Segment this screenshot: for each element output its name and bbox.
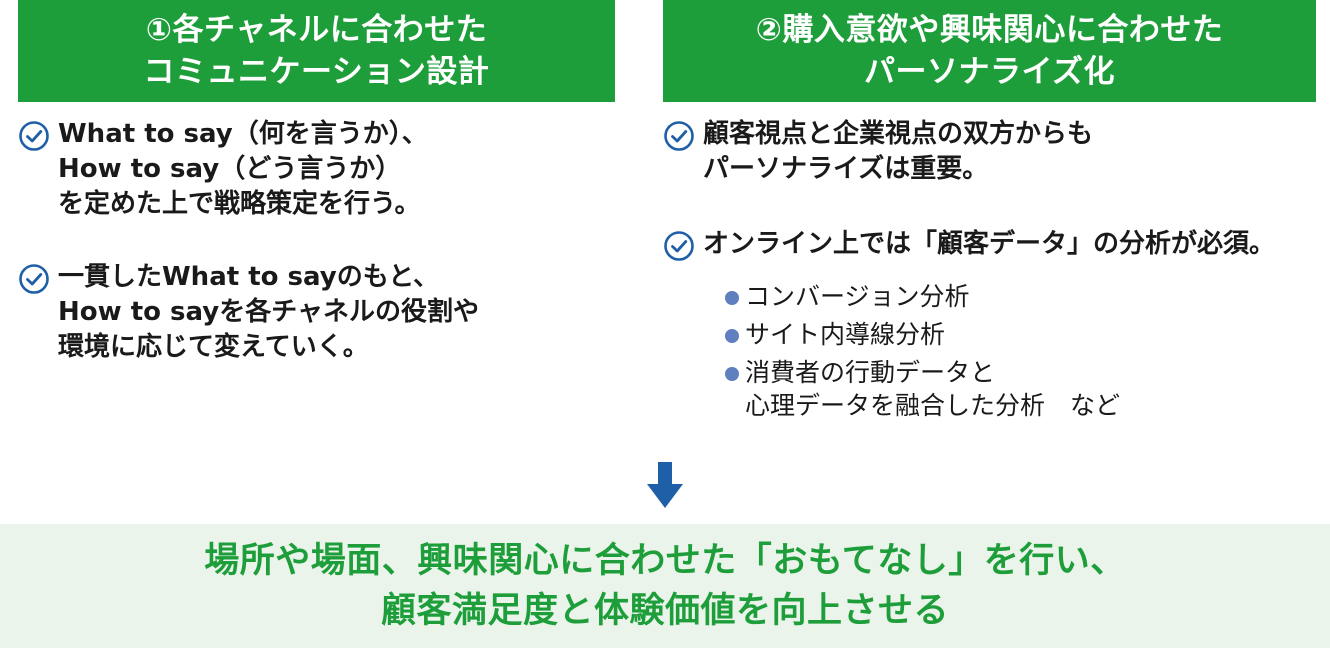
right-point-2-line-1: オンライン上では「顧客データ」の分析が必須。: [703, 229, 1276, 259]
list-item-text: サイト内導線分析: [745, 318, 945, 351]
bullet-dot-icon: [725, 329, 739, 343]
list-item-line: コンバージョン分析: [745, 282, 970, 311]
check-circle-icon: [664, 121, 694, 151]
list-item: サイト内導線分析: [725, 318, 1120, 351]
check-circle-icon: [664, 231, 694, 261]
analysis-list: コンバージョン分析 サイト内導線分析 消費者の行動データと 心理データを融合した…: [725, 280, 1120, 427]
result-line-2: 顧客満足度と体験価値を向上させる: [380, 591, 949, 631]
right-point-1: 顧客視点と企業視点の双方からも パーソナライズは重要。: [663, 117, 1093, 187]
left-point-2-line-1: 一貫したWhat to sayのもと、: [58, 262, 440, 292]
left-point-2-line-2: How to sayを各チャネルの役割や: [58, 297, 479, 327]
left-heading-line-2: コミュニケーション設計: [143, 54, 490, 90]
right-point-1-line-1: 顧客視点と企業視点の双方からも: [703, 119, 1094, 149]
list-item: コンバージョン分析: [725, 280, 1120, 313]
right-point-1-line-2: パーソナライズは重要。: [703, 154, 989, 184]
list-item-text: コンバージョン分析: [745, 280, 970, 313]
list-item: 消費者の行動データと 心理データを融合した分析 など: [725, 356, 1120, 422]
left-column: ①各チャネルに合わせた コミュニケーション設計 What to say（何を言う…: [18, 0, 615, 362]
check-circle-icon: [19, 121, 49, 151]
left-heading-line-1: ①各チャネルに合わせた: [145, 12, 488, 48]
left-point-1: What to say（何を言うか）、 How to say（どう言うか） を定…: [18, 117, 428, 222]
right-point-2: オンライン上では「顧客データ」の分析が必須。: [663, 227, 1275, 262]
left-heading: ①各チャネルに合わせた コミュニケーション設計: [18, 0, 615, 102]
right-heading-line-2: パーソナライズ化: [863, 54, 1116, 90]
left-point-2-text: 一貫したWhat to sayのもと、 How to sayを各チャネルの役割や…: [58, 260, 479, 365]
result-box: 場所や場面、興味関心に合わせた「おもてなし」を行い、 顧客満足度と体験価値を向上…: [0, 524, 1330, 648]
right-heading: ②購入意欲や興味関心に合わせた パーソナライズ化: [663, 0, 1316, 102]
right-column: ②購入意欲や興味関心に合わせた パーソナライズ化 顧客視点と企業視点の双方からも…: [663, 0, 1316, 420]
list-item-line: 消費者の行動データと: [745, 358, 996, 387]
list-item-text: 消費者の行動データと 心理データを融合した分析 など: [745, 356, 1120, 422]
bullet-dot-icon: [725, 291, 739, 305]
right-heading-line-1: ②購入意欲や興味関心に合わせた: [755, 12, 1224, 48]
result-line-1: 場所や場面、興味関心に合わせた「おもてなし」を行い、: [204, 541, 1126, 581]
left-point-1-line-1: What to say（何を言うか）、: [58, 119, 428, 149]
left-point-2: 一貫したWhat to sayのもと、 How to sayを各チャネルの役割や…: [18, 260, 479, 365]
left-point-2-line-3: 環境に応じて変えていく。: [58, 332, 369, 362]
right-point-1-text: 顧客視点と企業視点の双方からも パーソナライズは重要。: [703, 117, 1093, 187]
list-item-line: 心理データを融合した分析 など: [745, 391, 1121, 420]
arrow-down-icon: [647, 462, 683, 508]
check-circle-icon: [19, 264, 49, 294]
left-point-1-text: What to say（何を言うか）、 How to say（どう言うか） を定…: [58, 117, 428, 222]
left-point-1-line-3: を定めた上で戦略策定を行う。: [58, 189, 421, 219]
list-item-line: サイト内導線分析: [745, 320, 946, 349]
right-point-2-text: オンライン上では「顧客データ」の分析が必須。: [703, 227, 1275, 262]
left-point-1-line-2: How to say（どう言うか）: [58, 154, 402, 184]
bullet-dot-icon: [725, 367, 739, 381]
